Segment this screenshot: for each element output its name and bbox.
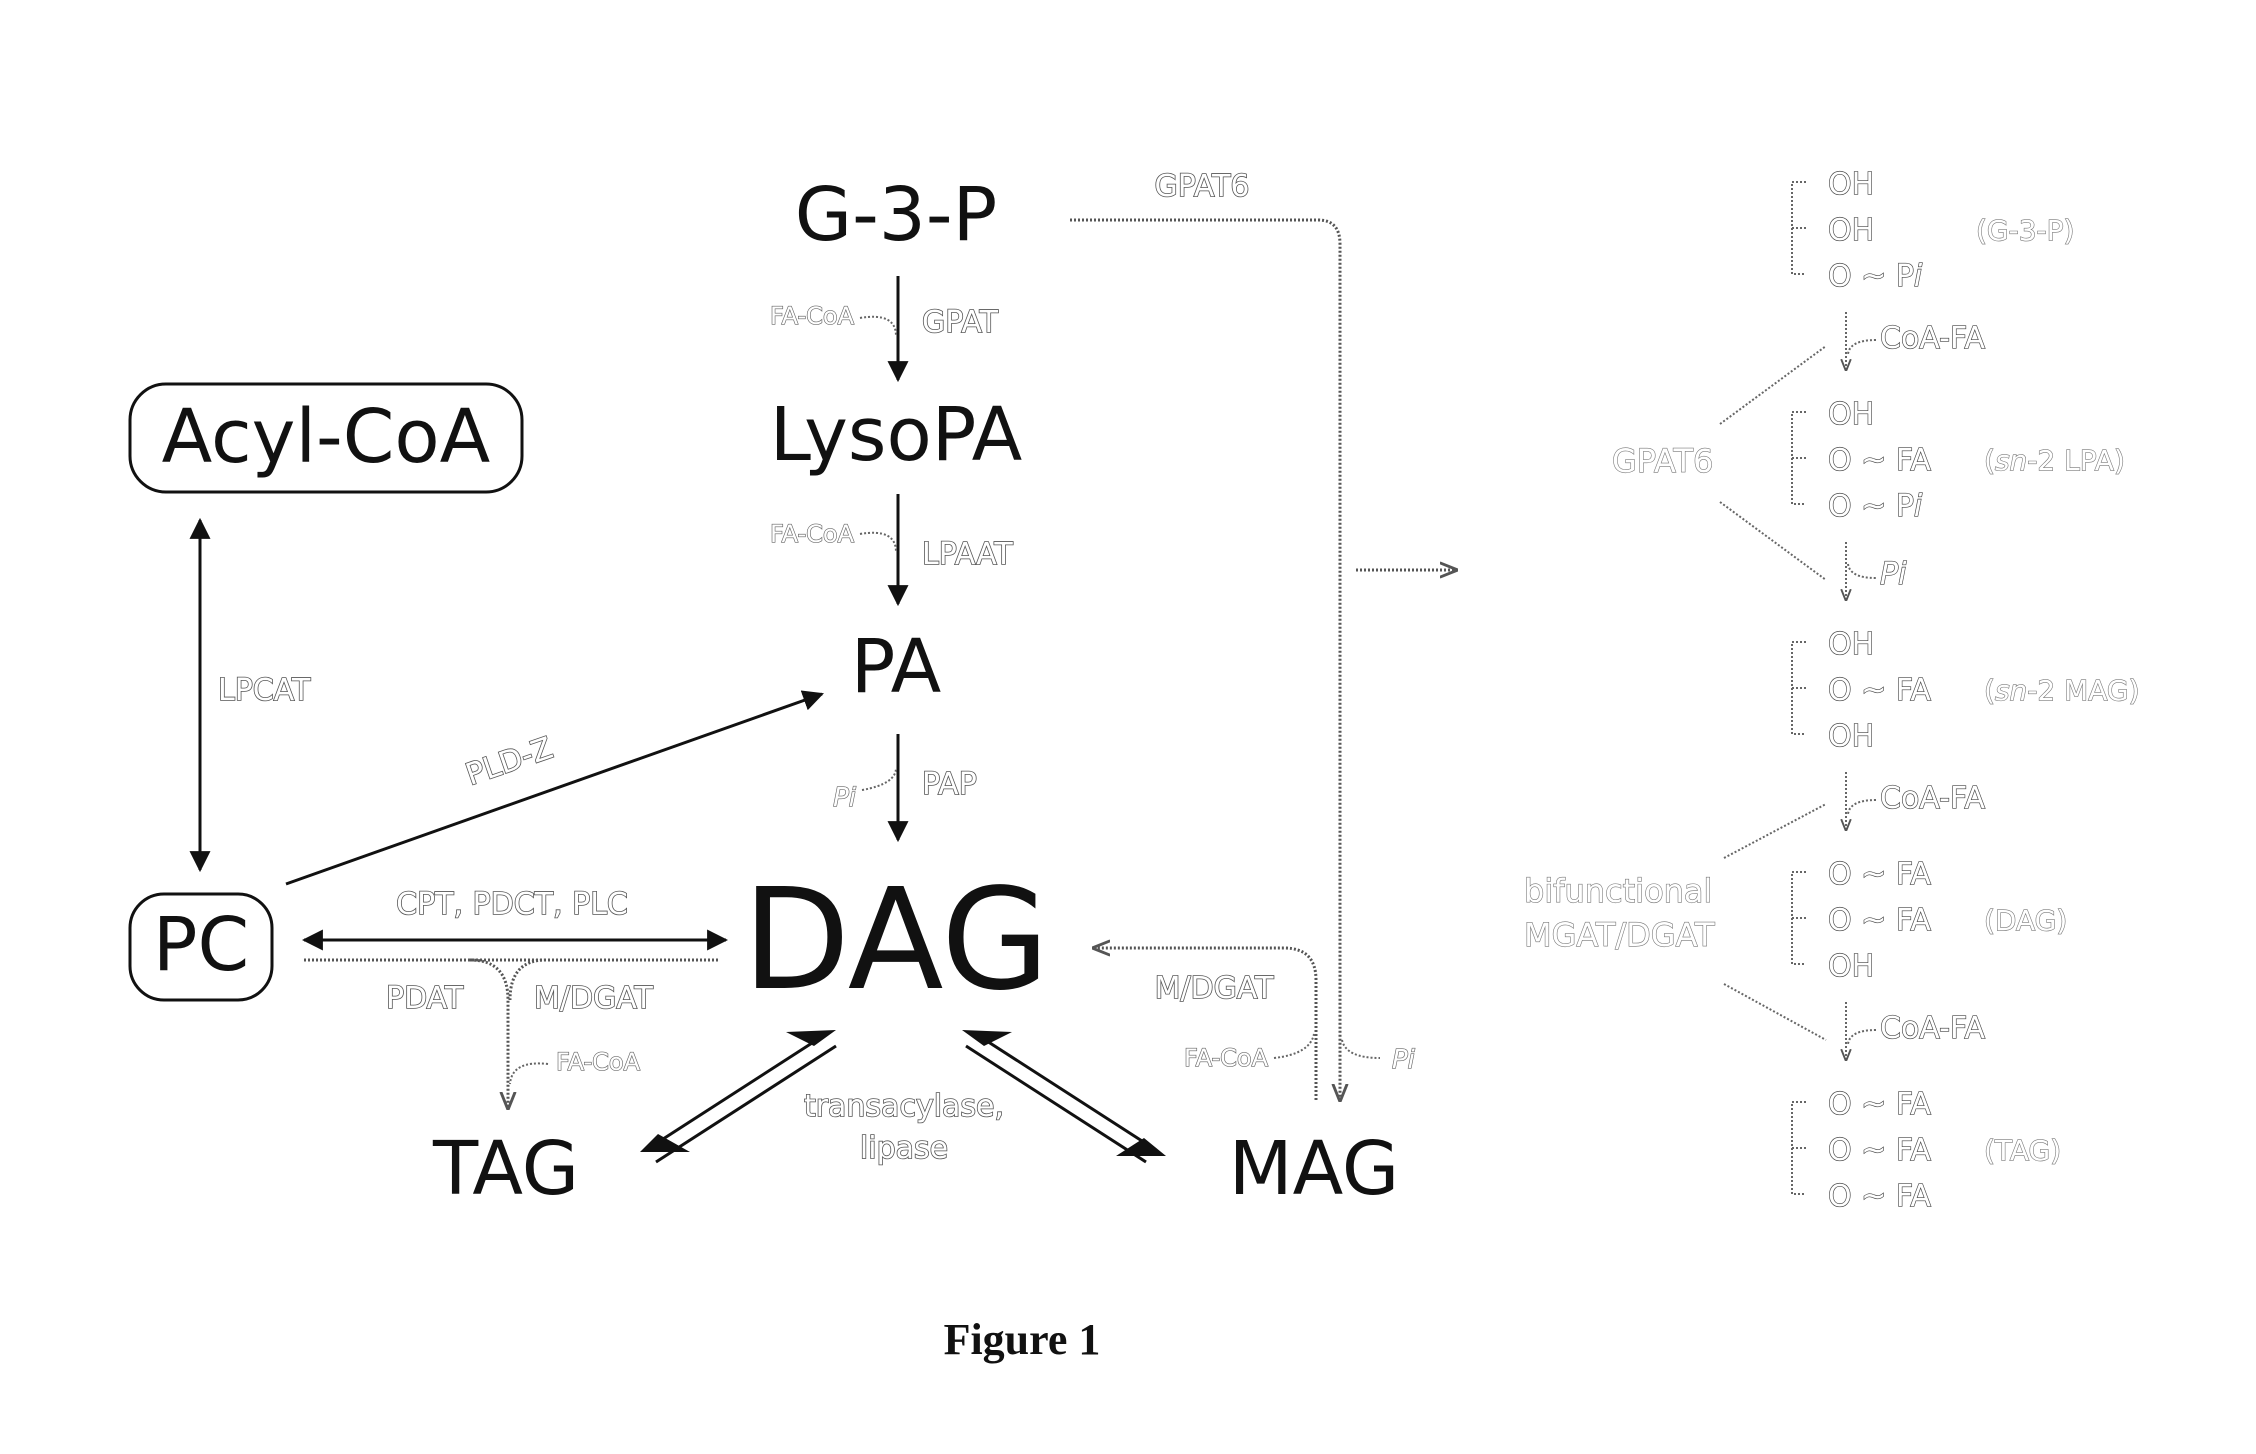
- node-pc: PC: [153, 902, 249, 988]
- svg-text:O ~ FA: O ~ FA: [1828, 903, 1931, 938]
- enzyme-mdgat-left: M/DGAT: [534, 981, 654, 1016]
- enzyme-gpat: GPAT: [922, 305, 999, 340]
- svg-text:OH: OH: [1828, 627, 1874, 662]
- cofactor-fa-coa-2: FA-CoA: [770, 520, 855, 548]
- svg-text:OH: OH: [1828, 397, 1874, 432]
- enzyme-cpt-pdct-plc: CPT, PDCT, PLC: [396, 887, 628, 922]
- node-acyl-coa: Acyl-CoA: [162, 394, 491, 480]
- detail-dag: O ~ FA O ~ FA OH (DAG): [1792, 857, 2067, 984]
- enzyme-lipase: lipase: [860, 1131, 948, 1166]
- node-tag: TAG: [432, 1126, 579, 1212]
- node-mag: MAG: [1229, 1126, 1400, 1212]
- arrow-g3p-mag-gpat6: [1070, 220, 1340, 1100]
- enzyme-gpat6-top: GPAT6: [1154, 169, 1249, 204]
- fa-coa-hook-mag: [1274, 1034, 1314, 1058]
- svg-text:(DAG): (DAG): [1984, 904, 2067, 937]
- detail-lpa: OH O ~ FA O ~ Pi (sn-2 LPA): [1792, 397, 2125, 524]
- fa-coa-hook-2: [860, 533, 896, 552]
- detail-bifunctional-line-up: [1724, 804, 1826, 858]
- detail-gpat6-line-up: [1720, 346, 1826, 424]
- cofactor-fa-coa-1: FA-CoA: [770, 302, 855, 330]
- node-lysopa: LysoPA: [770, 392, 1023, 478]
- detail-g3p: OH OH O ~ Pi (G-3-P): [1792, 167, 2074, 294]
- svg-text:O ~ FA: O ~ FA: [1828, 1133, 1931, 1168]
- branch-to-tag: [470, 960, 508, 1108]
- svg-text:O ~ FA: O ~ FA: [1828, 1087, 1931, 1122]
- arrow-pc-pa: [286, 694, 822, 884]
- detail-enzyme-bifunctional-1: bifunctional: [1524, 872, 1712, 910]
- node-pa: PA: [851, 624, 942, 710]
- detail-cofactor-3: CoA-FA: [1880, 781, 1985, 816]
- arrowhead-dag-left: [786, 1030, 836, 1046]
- detail-cofactor-1: CoA-FA: [1880, 321, 1985, 356]
- svg-text:OH: OH: [1828, 167, 1874, 202]
- enzyme-transacylase: transacylase,: [804, 1089, 1004, 1124]
- svg-text:OH: OH: [1828, 949, 1874, 984]
- pi-hook-pap: [862, 768, 896, 790]
- detail-hook-2: [1848, 564, 1876, 578]
- node-g3p: G-3-P: [795, 172, 997, 258]
- svg-text:(G-3-P): (G-3-P): [1976, 214, 2074, 247]
- detail-cofactor-4: CoA-FA: [1880, 1011, 1985, 1046]
- detail-enzyme-bifunctional-2: MGAT/DGAT: [1524, 916, 1715, 954]
- enzyme-pdat: PDAT: [386, 981, 464, 1016]
- node-dag: DAG: [742, 859, 1049, 1022]
- svg-text:O ~ Pi: O ~ Pi: [1828, 489, 1923, 524]
- enzyme-pld-z: PLD-Z: [461, 731, 557, 793]
- detail-enzyme-gpat6: GPAT6: [1612, 442, 1713, 480]
- pi-hook-mag: [1342, 1040, 1380, 1058]
- enzyme-mdgat-right: M/DGAT: [1155, 971, 1275, 1006]
- cofactor-pi-pap: Pi: [833, 783, 857, 813]
- detail-cofactor-2: Pi: [1880, 557, 1907, 592]
- detail-hook-1: [1848, 340, 1876, 354]
- detail-hook-3: [1848, 800, 1876, 814]
- enzyme-pap: PAP: [922, 767, 977, 802]
- cofactor-pi-mag: Pi: [1392, 1045, 1416, 1075]
- svg-text:O ~ Pi: O ~ Pi: [1828, 259, 1923, 294]
- svg-text:O ~ FA: O ~ FA: [1828, 857, 1931, 892]
- figure-caption: Figure 1: [944, 1315, 1101, 1364]
- detail-tag: O ~ FA O ~ FA O ~ FA (TAG): [1792, 1087, 2061, 1214]
- arrow-dag-tag-a: [646, 1034, 826, 1150]
- enzyme-lpaat: LPAAT: [922, 537, 1013, 572]
- detail-gpat6-line-down: [1720, 502, 1826, 580]
- svg-text:(TAG): (TAG): [1984, 1134, 2061, 1167]
- svg-text:O ~ FA: O ~ FA: [1828, 1179, 1931, 1214]
- svg-text:O ~ FA: O ~ FA: [1828, 443, 1931, 478]
- fa-coa-hook-1: [860, 317, 896, 336]
- svg-text:(sn-2 MAG): (sn-2 MAG): [1984, 674, 2140, 707]
- svg-text:OH: OH: [1828, 719, 1874, 754]
- svg-text:(sn-2 LPA): (sn-2 LPA): [1984, 444, 2125, 477]
- cofactor-fa-coa-mag: FA-CoA: [1184, 1044, 1269, 1072]
- arrowhead-dag-right: [962, 1030, 1012, 1046]
- cofactor-fa-coa-tag: FA-CoA: [556, 1048, 641, 1076]
- fa-coa-hook-tag: [510, 1063, 548, 1084]
- svg-text:OH: OH: [1828, 213, 1874, 248]
- enzyme-lpcat: LPCAT: [218, 673, 311, 708]
- svg-text:O ~ FA: O ~ FA: [1828, 673, 1931, 708]
- detail-hook-4: [1848, 1030, 1876, 1044]
- detail-mag: OH O ~ FA OH (sn-2 MAG): [1792, 627, 2140, 754]
- detail-bifunctional-line-down: [1724, 984, 1826, 1040]
